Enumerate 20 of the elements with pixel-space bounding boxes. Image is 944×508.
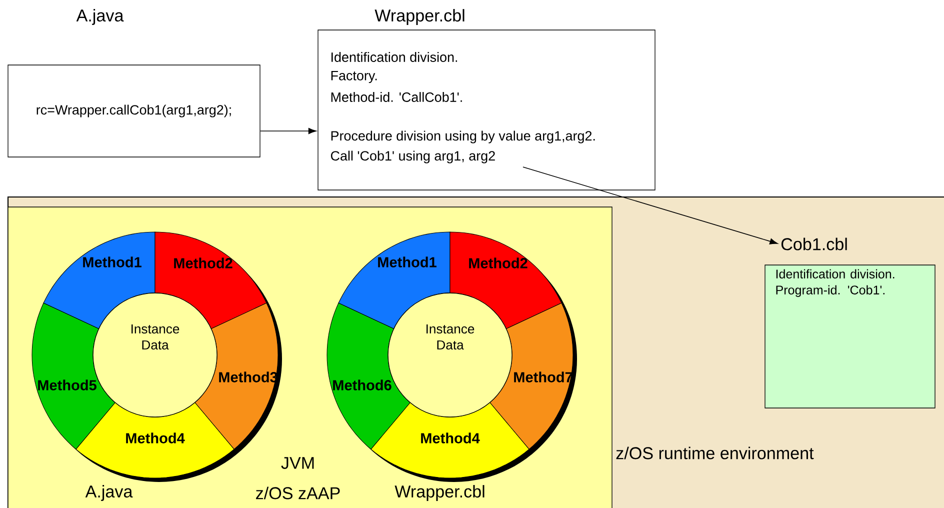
ring-segment: Method4 bbox=[76, 402, 234, 478]
code-line: Call 'Cob1' using arg1, arg2 bbox=[330, 150, 495, 164]
label: Wrapper.cbl bbox=[394, 485, 484, 501]
arrow bbox=[260, 128, 316, 134]
code-box: Identification division. Program-id. 'Cob1'. bbox=[764, 264, 936, 408]
file-title: Wrapper.cbl bbox=[374, 9, 464, 25]
file-title: A.java bbox=[76, 9, 124, 25]
ring-segment: Method4 bbox=[370, 402, 530, 478]
code-line: Identification division. bbox=[332, 52, 458, 62]
file-title: Cob1.cbl bbox=[781, 238, 847, 250]
label: A.java bbox=[85, 485, 133, 501]
code-line: Procedure division using by value arg1,arg2. bbox=[331, 130, 595, 144]
code-line: Method-id. 'CallCob1'. bbox=[331, 92, 462, 102]
ring-segment: Method5 bbox=[32, 302, 116, 450]
code-box: rc=Wrapper.callCob1(arg1,arg2); bbox=[8, 64, 260, 158]
ring-segment: Method6 bbox=[326, 302, 411, 450]
code-line: Factory. bbox=[331, 70, 377, 84]
environment-label: z/OS runtime environment bbox=[616, 446, 814, 460]
label: z/OS zAAP bbox=[256, 486, 340, 500]
label: JVM bbox=[281, 457, 314, 469]
